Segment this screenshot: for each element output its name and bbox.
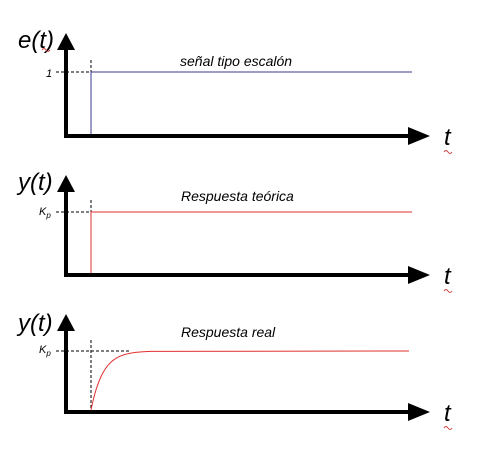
panel-theoretical-x-squiggle (443, 289, 453, 293)
panel-input-squiggle (41, 48, 51, 52)
panel-real: y(t) t Respuesta real Kp (16, 310, 453, 430)
panel-real-y-label: y(t) (16, 310, 53, 337)
panel-real-x-arrowhead (408, 403, 430, 421)
panel-real-level-main: K (39, 344, 47, 356)
panel-theoretical-level-main: K (39, 206, 47, 218)
panel-input-level-label: 1 (46, 68, 52, 80)
panel-theoretical-x-label: t (444, 263, 452, 290)
panel-input-y-label: e(t) (18, 27, 54, 54)
panel-input-title: señal tipo escalón (180, 53, 292, 69)
panel-real-y-arrowhead (57, 314, 75, 331)
panel-theoretical-level-subscript: p (45, 211, 51, 220)
panel-real-title: Respuesta real (181, 324, 276, 340)
panel-input-y-arrowhead (57, 33, 75, 50)
panel-theoretical-title: Respuesta teórica (181, 188, 294, 204)
panel-input-x-label: t (444, 124, 452, 151)
panel-theoretical-level-label: Kp (39, 206, 51, 220)
panel-theoretical-y-label: y(t) (16, 169, 53, 196)
panel-theoretical: y(t) t Respuesta teórica Kp (16, 169, 453, 293)
panel-real-level-label: Kp (39, 344, 51, 358)
panel-real-level-subscript: p (45, 349, 51, 358)
panel-real-x-label: t (444, 400, 452, 427)
panel-input-x-squiggle (443, 150, 453, 154)
panel-input: e(t) t señal tipo escalón 1 (18, 27, 453, 154)
panel-theoretical-x-arrowhead (408, 266, 430, 284)
panel-real-x-squiggle (443, 426, 453, 430)
panel-theoretical-y-arrowhead (57, 175, 75, 192)
panel-theoretical-signal-curve (90, 211, 412, 273)
panel-input-signal-curve (90, 71, 412, 134)
panel-input-x-arrowhead (408, 127, 430, 145)
panel-real-signal-curve (90, 350, 410, 411)
